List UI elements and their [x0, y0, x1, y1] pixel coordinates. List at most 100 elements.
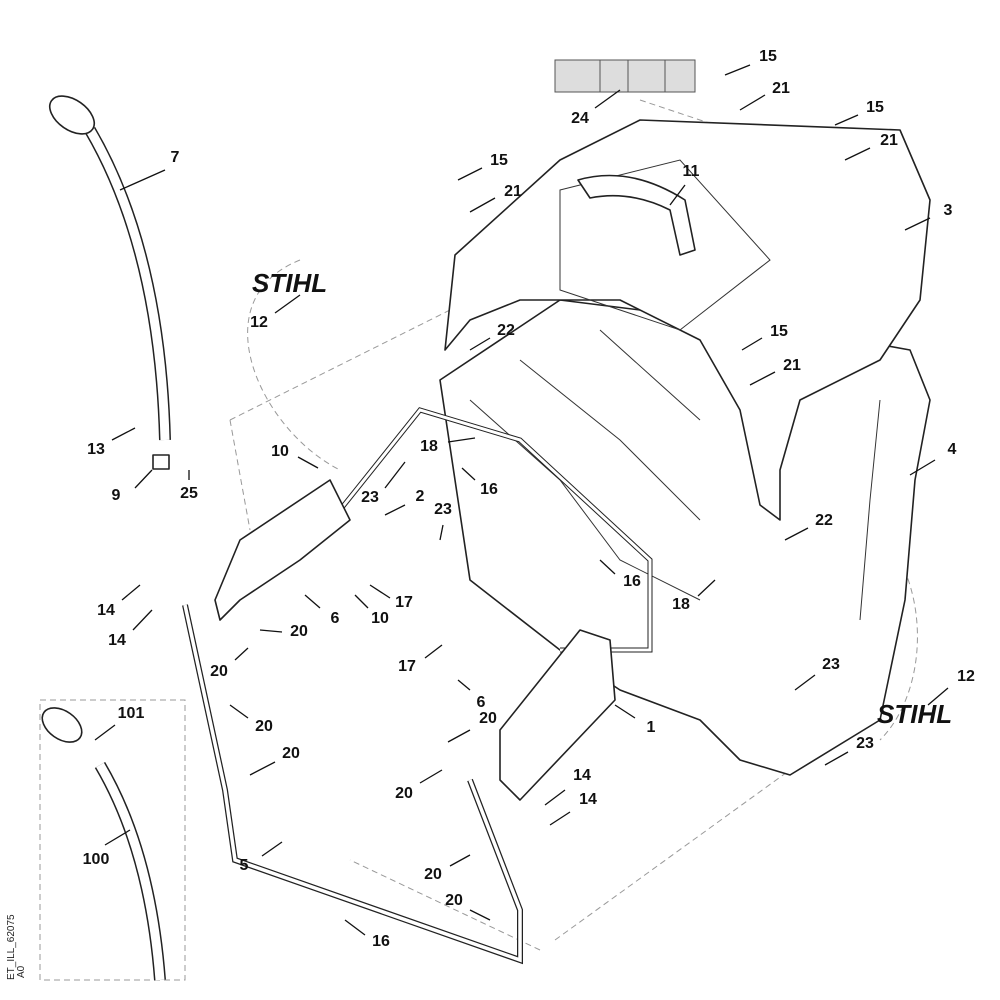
callout-number[interactable]: 4 — [948, 441, 957, 458]
callout-number[interactable]: 18 — [672, 596, 690, 613]
callout-number[interactable]: 5 — [240, 857, 249, 874]
leader-line — [94, 724, 116, 741]
leader-line — [844, 147, 871, 161]
leader-line — [419, 769, 443, 784]
leader-line — [739, 94, 766, 111]
callout-number[interactable]: 21 — [783, 357, 801, 374]
callout-number[interactable]: 12 — [957, 668, 975, 685]
leader-line — [544, 789, 566, 806]
callout-number[interactable]: 11 — [683, 163, 700, 180]
callout-number[interactable]: 10 — [271, 443, 289, 460]
callout-number[interactable]: 24 — [571, 110, 589, 127]
alt-handle-tube — [94, 761, 166, 981]
leader-line — [834, 114, 859, 126]
callout-number[interactable]: 14 — [108, 632, 126, 649]
callout-number[interactable]: 18 — [420, 438, 438, 455]
leader-line — [909, 459, 936, 476]
stihl-logo-2: STIHL — [877, 699, 952, 729]
leader-line — [132, 609, 153, 631]
leader-line — [457, 679, 471, 691]
leader-line — [469, 337, 491, 351]
leader-line — [469, 909, 491, 921]
leader-line — [229, 704, 249, 719]
callout-number[interactable]: 20 — [255, 718, 273, 735]
callout-number[interactable]: 21 — [504, 183, 522, 200]
leader-line — [824, 751, 849, 766]
leader-line — [134, 469, 153, 489]
left-bracket — [214, 479, 351, 621]
leader-line — [297, 456, 319, 469]
callout-number[interactable]: 15 — [866, 99, 884, 116]
callout-number[interactable]: 15 — [490, 152, 508, 169]
callout-number[interactable]: 1 — [647, 719, 656, 736]
callout-number[interactable]: 2 — [416, 488, 425, 505]
callout-number[interactable]: 20 — [445, 892, 463, 909]
callout-number[interactable]: 9 — [112, 487, 121, 504]
callout-number[interactable]: 100 — [83, 851, 110, 868]
callout-number[interactable]: 23 — [361, 489, 379, 506]
callout-number[interactable]: 15 — [759, 48, 777, 65]
leader-line — [119, 169, 166, 191]
leader-line — [749, 371, 776, 386]
leader-line — [121, 584, 141, 601]
leader-line — [599, 559, 616, 575]
leader-line — [439, 524, 444, 541]
leader-line — [741, 337, 763, 351]
leader-line — [927, 687, 949, 706]
leader-line — [424, 644, 443, 659]
callout-number[interactable]: 17 — [395, 594, 413, 611]
callout-number[interactable]: 23 — [822, 656, 840, 673]
callout-number[interactable]: 20 — [210, 663, 228, 680]
callout-number[interactable]: 16 — [623, 573, 641, 590]
callout-number[interactable]: 23 — [434, 501, 452, 518]
callout-number[interactable]: 22 — [815, 512, 833, 529]
callout-number[interactable]: 20 — [290, 623, 308, 640]
leader-line — [234, 647, 249, 661]
callout-number[interactable]: 14 — [97, 602, 115, 619]
callout-number[interactable]: 3 — [944, 202, 953, 219]
callout-number[interactable]: 14 — [579, 791, 597, 808]
callout-number[interactable]: 17 — [398, 658, 416, 675]
callout-number[interactable]: 20 — [479, 710, 497, 727]
leader-line — [724, 64, 751, 76]
callout-number[interactable]: 20 — [424, 866, 442, 883]
right-bracket — [499, 629, 616, 801]
illustration-code: ET_ILL_62075 — [6, 914, 17, 980]
leader-line — [104, 829, 131, 846]
callout-number[interactable]: 21 — [880, 132, 898, 149]
construction-lines — [39, 99, 918, 981]
warning-sticker — [554, 59, 696, 93]
leader-line — [369, 584, 391, 599]
leader-line — [274, 294, 301, 314]
leader-line — [614, 704, 636, 719]
callout-number[interactable]: 6 — [477, 694, 486, 711]
leader-line — [449, 854, 471, 867]
callout-number[interactable]: 21 — [772, 80, 790, 97]
alt-handle-grip — [41, 707, 83, 743]
callout-number[interactable]: 20 — [282, 745, 300, 762]
callout-number[interactable]: 6 — [331, 610, 340, 627]
leader-line — [447, 437, 476, 443]
leader-line — [447, 729, 471, 743]
callout-number[interactable]: 14 — [573, 767, 591, 784]
leader-line — [697, 579, 716, 597]
callout-number[interactable]: 16 — [480, 481, 498, 498]
leader-line — [457, 167, 483, 181]
leader-line — [259, 629, 283, 633]
leader-line — [111, 427, 136, 441]
callout-number[interactable]: 7 — [171, 149, 180, 166]
callout-number[interactable]: 12 — [250, 314, 268, 331]
callout-number[interactable]: 23 — [856, 735, 874, 752]
callout-number[interactable]: 16 — [372, 933, 390, 950]
callout-number[interactable]: 15 — [770, 323, 788, 340]
callout-number[interactable]: 20 — [395, 785, 413, 802]
callout-number[interactable]: 10 — [371, 610, 389, 627]
callout-number[interactable]: 101 — [118, 705, 145, 722]
callout-number[interactable]: 13 — [87, 441, 105, 458]
callout-number[interactable]: 22 — [497, 322, 515, 339]
callout-number[interactable]: 25 — [180, 485, 198, 502]
leader-line — [669, 184, 686, 206]
leader-line — [384, 504, 406, 516]
leader-line — [904, 217, 931, 231]
